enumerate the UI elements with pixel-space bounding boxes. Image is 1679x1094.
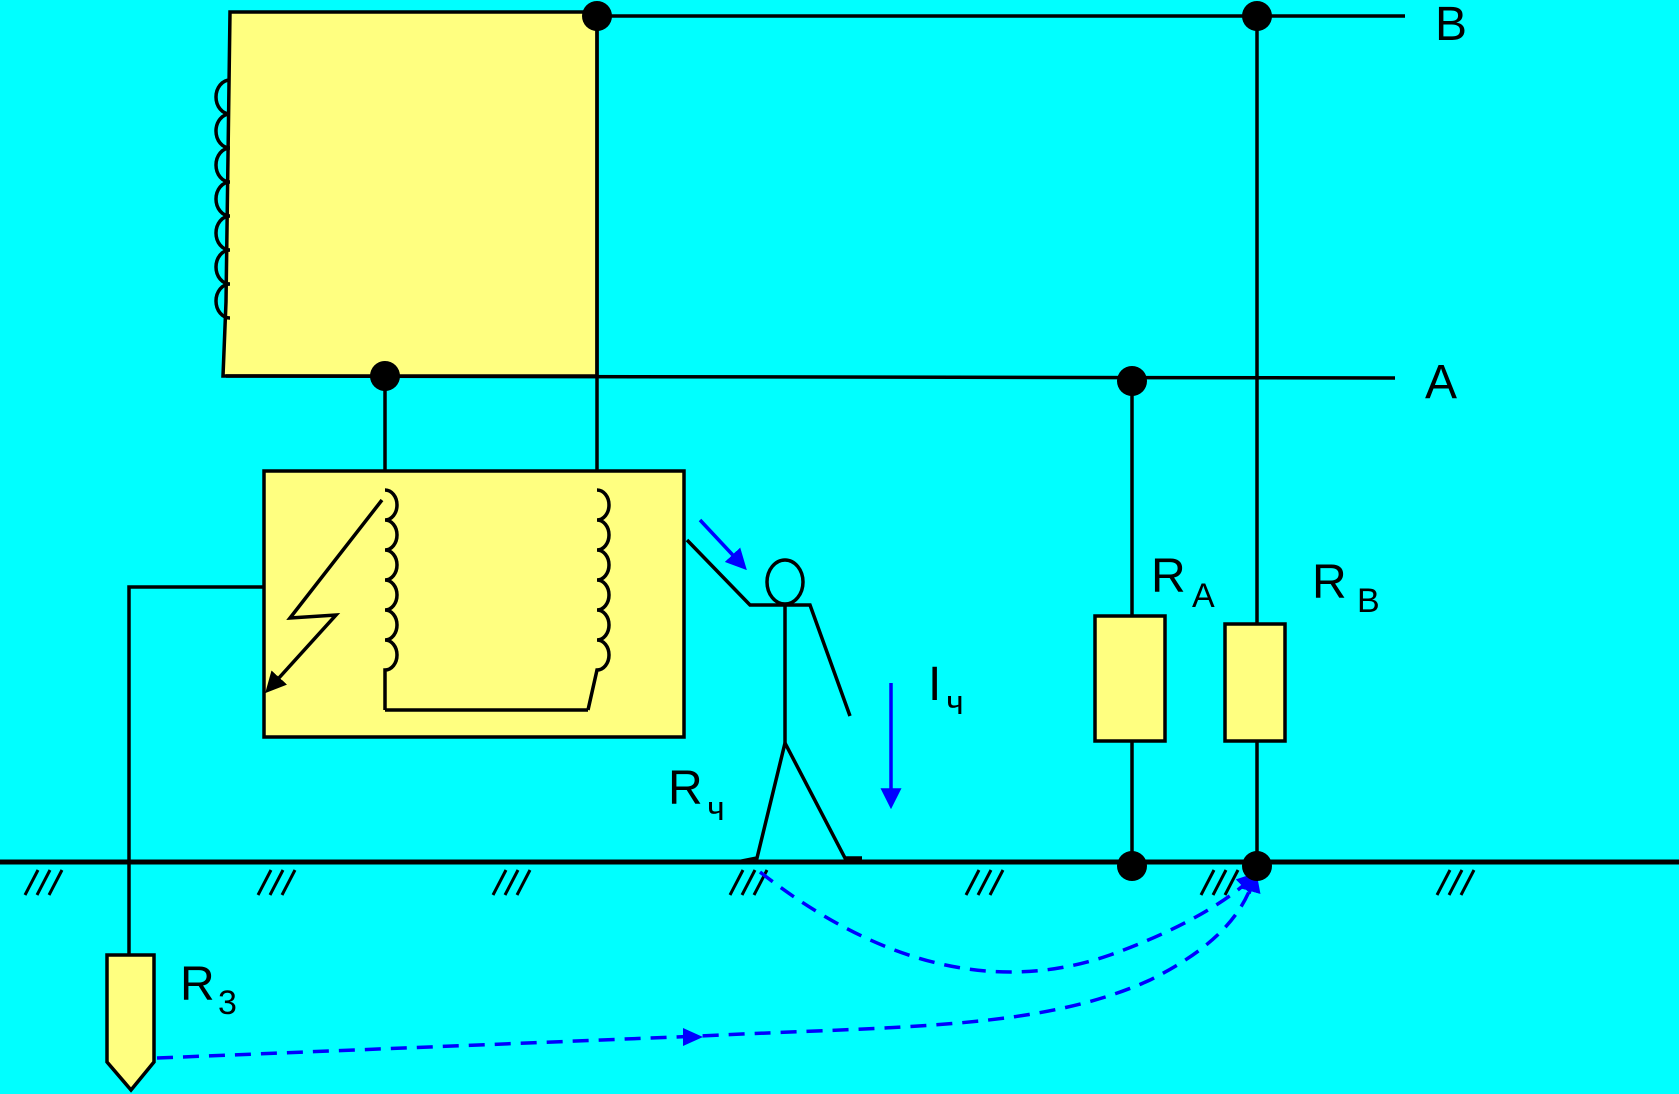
ih-sub: ч [946,684,964,722]
rb-label: R [1312,556,1347,609]
resistor-rb [1223,622,1287,743]
line-a-label: A [1425,356,1457,409]
rz-sub: 3 [218,984,237,1022]
ra-label: R [1151,550,1186,603]
rh-label: R [668,762,703,815]
rh-sub: ч [707,790,725,828]
junction-dots [370,1,1272,881]
ground-hatching [23,869,1476,896]
rz-label: R [180,958,215,1011]
electrode-path-arrowhead [683,1028,703,1046]
ground-electrode [105,953,156,1093]
resistor-ra [1093,614,1167,743]
return-path-electrode [156,870,1261,1060]
return-path-person [758,870,1258,974]
line-b-label: B [1435,0,1467,51]
ih-label: I [928,658,941,711]
touch-current-arrow [698,518,747,571]
phase-line-a [225,374,1396,380]
person-figure [685,538,862,864]
equipment-housing [262,469,686,739]
pe-conductor [127,585,264,955]
ra-sub: A [1192,577,1215,615]
rb-sub: B [1357,582,1380,620]
supply-transformer [214,10,599,378]
